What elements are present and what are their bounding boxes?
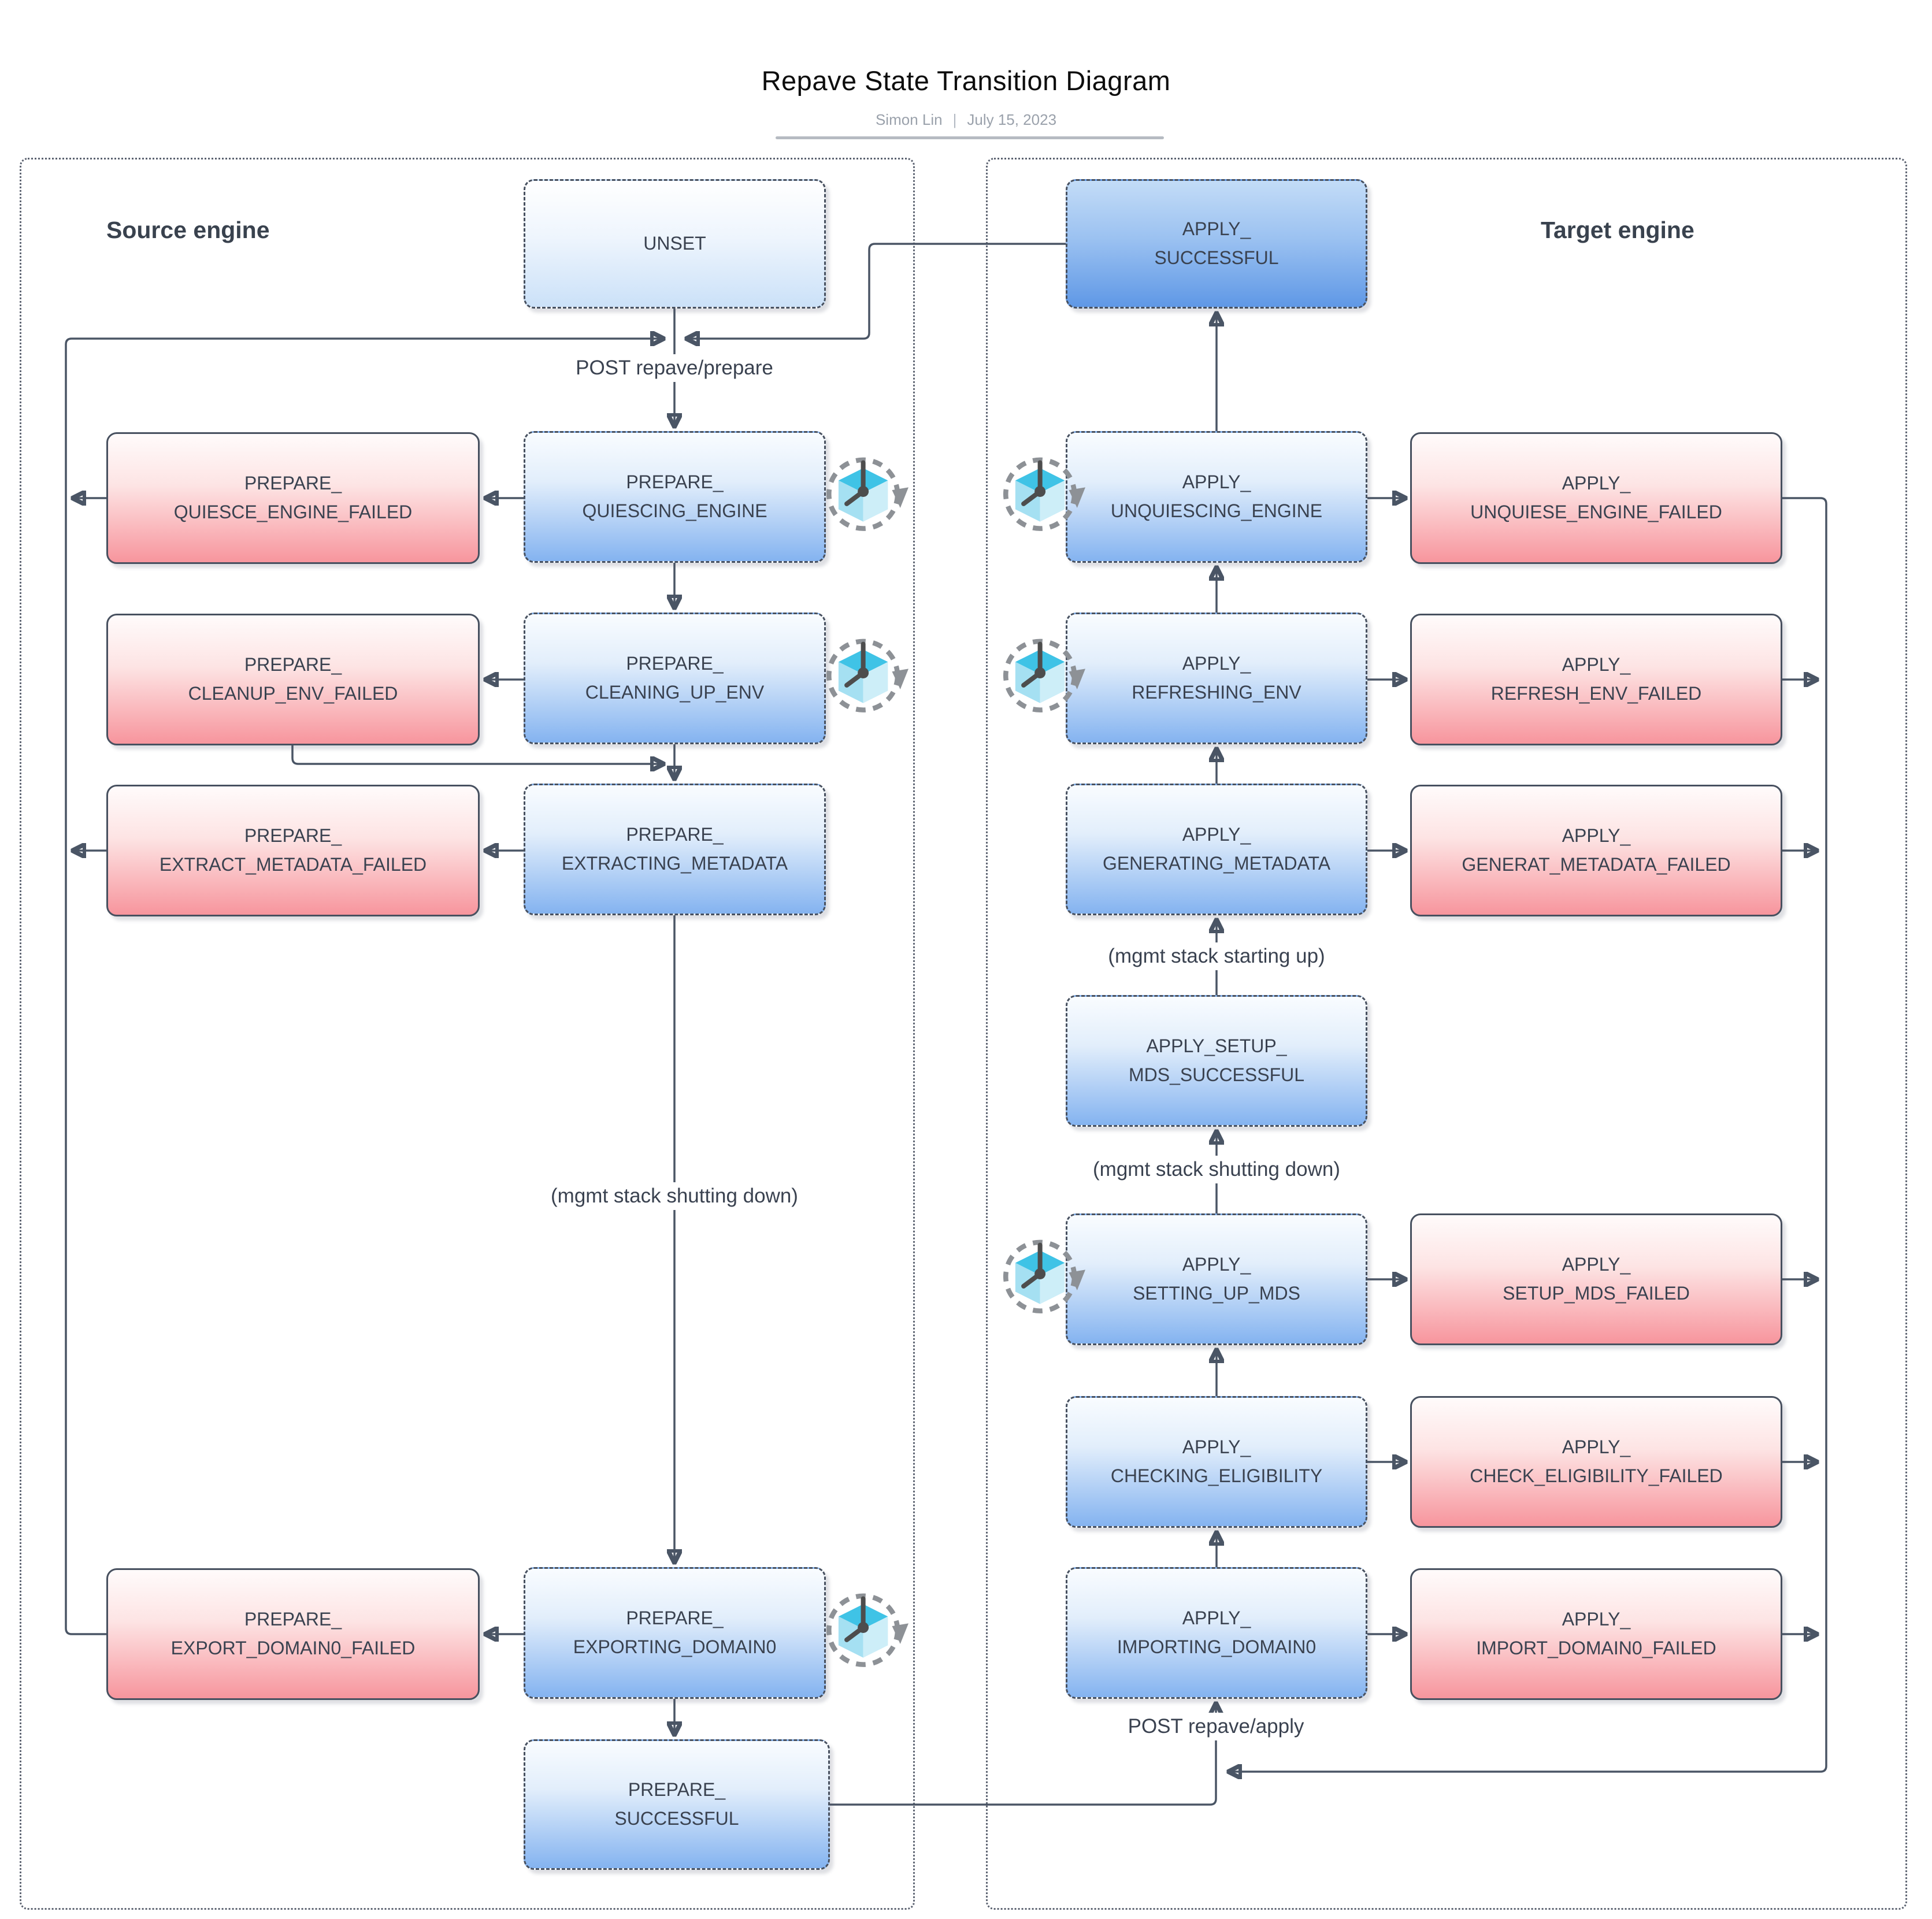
timer-cube-icon: [821, 1589, 908, 1677]
state-prepare-exporting-domain0: PREPARE_ EXPORTING_DOMAIN0: [524, 1567, 826, 1699]
state-unset: UNSET: [524, 179, 826, 309]
timer-cube-icon: [997, 1235, 1085, 1323]
source-engine-label: Source engine: [106, 217, 270, 243]
state-apply-refreshing-env: APPLY_ REFRESHING_ENV: [1066, 613, 1367, 744]
state-apply-generat-metadata-failed: APPLY_ GENERAT_METADATA_FAILED: [1410, 785, 1782, 916]
state-apply-setting-up-mds: APPLY_ SETTING_UP_MDS: [1066, 1213, 1367, 1345]
diagram-subtitle: Simon Lin | July 15, 2023: [0, 111, 1932, 129]
target-engine-container: [986, 158, 1907, 1910]
state-apply-unquiese-engine-failed: APPLY_ UNQUIESE_ENGINE_FAILED: [1410, 432, 1782, 564]
state-apply-setup-mds-failed: APPLY_ SETUP_MDS_FAILED: [1410, 1213, 1782, 1345]
diagram-date: July 15, 2023: [967, 111, 1057, 128]
diagram-title: Repave State Transition Diagram: [761, 65, 1171, 96]
state-prepare-cleanup-env-failed: PREPARE_ CLEANUP_ENV_FAILED: [106, 614, 480, 745]
state-prepare-cleaning-up-env: PREPARE_ CLEANING_UP_ENV: [524, 613, 826, 744]
state-apply-unquiescing-engine: APPLY_ UNQUIESCING_ENGINE: [1066, 431, 1367, 563]
state-prepare-quiescing-engine: PREPARE_ QUIESCING_ENGINE: [524, 431, 826, 563]
state-apply-import-domain0-failed: APPLY_ IMPORT_DOMAIN0_FAILED: [1410, 1568, 1782, 1700]
state-apply-setup-mds-successful: APPLY_SETUP_ MDS_SUCCESSFUL: [1066, 995, 1367, 1127]
state-prepare-quiesce-engine-failed: PREPARE_ QUIESCE_ENGINE_FAILED: [106, 432, 480, 564]
state-apply-refresh-env-failed: APPLY_ REFRESH_ENV_FAILED: [1410, 614, 1782, 745]
edge-label-mgmt-starting-up: (mgmt stack starting up): [1102, 942, 1331, 970]
edge-label-post-repave-apply: POST repave/apply: [1122, 1713, 1310, 1740]
state-prepare-extract-metadata-failed: PREPARE_ EXTRACT_METADATA_FAILED: [106, 785, 480, 916]
state-prepare-extracting-metadata: PREPARE_ EXTRACTING_METADATA: [524, 784, 826, 915]
edge-label-post-repave-prepare: POST repave/prepare: [570, 354, 779, 382]
timer-cube-icon: [821, 634, 908, 722]
title-divider: [776, 136, 1164, 139]
state-prepare-export-domain0-failed: PREPARE_ EXPORT_DOMAIN0_FAILED: [106, 1568, 480, 1700]
state-apply-check-eligibility-failed: APPLY_ CHECK_ELIGIBILITY_FAILED: [1410, 1396, 1782, 1528]
edge-label-mgmt-shutting-down-target: (mgmt stack shutting down): [1087, 1156, 1346, 1183]
timer-cube-icon: [997, 634, 1085, 722]
timer-cube-icon: [821, 453, 908, 541]
state-apply-importing-domain0: APPLY_ IMPORTING_DOMAIN0: [1066, 1567, 1367, 1699]
subtitle-separator: |: [952, 111, 957, 128]
target-engine-label: Target engine: [1541, 217, 1694, 243]
state-apply-successful: APPLY_ SUCCESSFUL: [1066, 179, 1367, 309]
source-engine-container: [20, 158, 915, 1910]
state-prepare-successful: PREPARE_ SUCCESSFUL: [524, 1739, 830, 1870]
state-apply-checking-eligibility: APPLY_ CHECKING_ELIGIBILITY: [1066, 1396, 1367, 1528]
author-name: Simon Lin: [875, 111, 943, 128]
timer-cube-icon: [997, 453, 1085, 541]
state-apply-generating-metadata: APPLY_ GENERATING_METADATA: [1066, 784, 1367, 915]
edge-label-mgmt-shutting-down-source: (mgmt stack shutting down): [545, 1182, 804, 1210]
